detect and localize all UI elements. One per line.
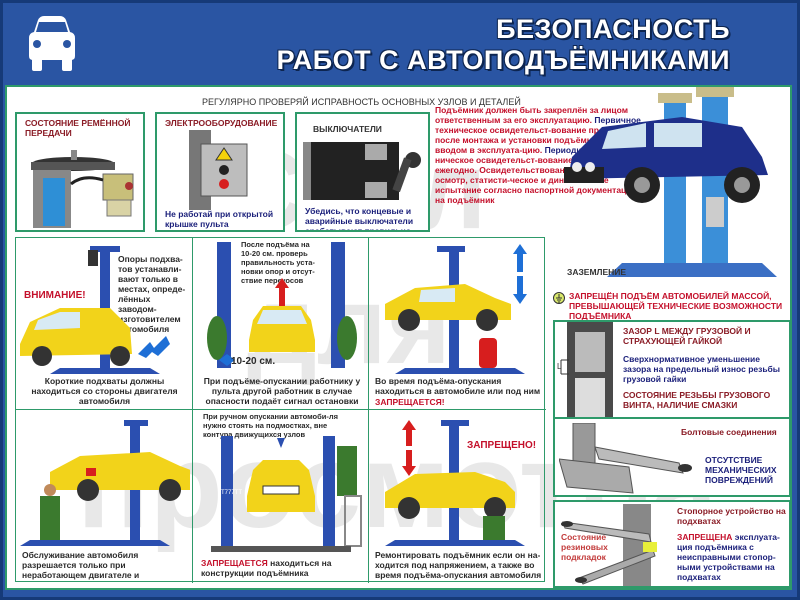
- card-nut-gap: L ЗАЗОР L МЕЖДУ ГРУЗОВОЙ И СТРАХУЮЩЕЙ ГА…: [553, 320, 791, 425]
- card-switches: ВЫКЛЮЧАТЕЛИ Убедись, что концевые и авар…: [295, 112, 430, 232]
- forbidden-label: ЗАПРЕЩЕНА: [677, 532, 733, 542]
- yellow-car-lift-icon: [20, 244, 190, 374]
- inspection-p1: Подъёмник должен быть закреплён за лицом…: [435, 105, 629, 125]
- cell-repair-forbidden: ЗАПРЕЩЕНО! Ремонтировать подъёмник если …: [369, 410, 546, 583]
- stoppers-note-wrap: ЗАПРЕЩЕНА эксплуата-ция подъёмника с неи…: [677, 532, 789, 582]
- card-stoppers: Состояние резиновых подкладок Стопорное …: [553, 500, 791, 588]
- bolts-note: ОТСУТСТВИЕ МЕХАНИЧЕСКИХ ПОВРЕЖДЕНИЙ: [705, 455, 777, 485]
- cell-support-points: ВНИМАНИЕ! Опоры подхва-тов устанавли-ваю…: [16, 238, 193, 410]
- front-car-lift-icon: [197, 240, 367, 370]
- cell-caption: Ремонтировать подъёмник если он на-ходит…: [375, 550, 542, 580]
- cell-lift-check: После подъёма на 10-20 см. проверь прави…: [193, 238, 369, 410]
- repair-car-lift-icon: [375, 416, 545, 546]
- forbidden-label: ЗАПРЕЩАЕТСЯ: [201, 558, 268, 568]
- page-title: БЕЗОПАСНОСТЬ РАБОТ С АВТОПОДЪЁМНИКАМИ: [277, 14, 730, 76]
- safety-grid: ВНИМАНИЕ! Опоры подхва-тов устанавли-ваю…: [15, 237, 546, 583]
- inspection-p4: Освидетельствование включает осмотр, ста…: [435, 165, 637, 205]
- stoppers-title: Стопорное устройство на подхватах: [677, 506, 786, 526]
- cell-note: После подъёма на 10-20 см. проверь прави…: [241, 240, 315, 285]
- card-title: СОСТОЯНИЕ РЕМЁННОЙ ПЕРЕДАЧИ: [25, 118, 131, 138]
- title-line-2: РАБОТ С АВТОПОДЪЁМНИКАМИ: [276, 45, 730, 75]
- card-bolts: Болтовые соединения ОТСУТСТВИЕ МЕХАНИЧЕС…: [553, 417, 791, 497]
- screw-condition: СОСТОЯНИЕ РЕЗЬБЫ ГРУЗОВОГО ВИНТА, НАЛИЧИ…: [623, 390, 771, 410]
- stoppers-note: эксплуата-ция подъёмника с неисправными …: [677, 532, 780, 582]
- inspection-periodic-label: Периодическое: [544, 145, 610, 155]
- control-panel-icon: [189, 130, 255, 210]
- card-title: ЭЛЕКТРООБОРУДОВАНИЕ: [165, 118, 278, 128]
- inspection-primary-label: Первичное: [594, 115, 641, 125]
- card-belt-drive: СОСТОЯНИЕ РЕМЁННОЙ ПЕРЕДАЧИ: [15, 112, 145, 232]
- car-front-icon: [28, 14, 76, 72]
- cell-caption: Во время подъёма-опускания находиться в …: [375, 376, 541, 396]
- cell-caption: Короткие подхваты должны находиться со с…: [31, 376, 178, 406]
- cell-caption: Обслуживание автомобиля разрешается толь…: [22, 550, 145, 583]
- nut-gap-note: Сверхнормативное уменьшение зазора на пр…: [623, 354, 781, 384]
- section-heading: РЕГУЛЯРНО ПРОВЕРЯЙ ИСПРАВНОСТЬ ОСНОВНЫХ …: [202, 97, 521, 107]
- forbidden-label: ЗАПРЕЩАЕТСЯ!: [375, 397, 445, 407]
- grounding-label: ЗАЗЕМЛЕНИЕ: [567, 267, 627, 277]
- rear-car-lift-icon: [197, 436, 367, 556]
- side-car-lift-icon: [375, 244, 545, 374]
- ground-icon: [553, 292, 565, 304]
- limit-switch-icon: [303, 142, 427, 202]
- cell-caption: находиться на конструкции подъёмника: [201, 558, 332, 578]
- stopper-arm-icon: [559, 504, 669, 586]
- attention-label: ВНИМАНИЕ!: [24, 290, 86, 301]
- inspection-p2: техническое освидетельст-вование проводя…: [435, 125, 634, 155]
- bolts-title: Болтовые соединения: [681, 427, 777, 437]
- cell-service-allowed: Обслуживание автомобиля разрешается толь…: [16, 410, 193, 583]
- overload-warning: ЗАПРЕЩЁН ПОДЪЁМ АВТОМОБИЛЕЙ МАССОЙ, ПРЕВ…: [569, 291, 783, 321]
- card-caption: Убедись, что концевые и аварийные выключ…: [305, 206, 414, 232]
- belt-drive-motor-icon: [23, 144, 143, 230]
- lift-screw-icon: [559, 322, 619, 423]
- service-car-lift-icon: [20, 416, 190, 546]
- cell-note: Опоры подхва-тов устанавли-вают только в…: [118, 254, 186, 334]
- card-caption: Не работай при открытой крышке пульта: [165, 209, 274, 229]
- rubber-pads-label: Состояние резиновых подкладок: [561, 532, 608, 562]
- card-electrical: ЭЛЕКТРООБОРУДОВАНИЕ Не работай при откры…: [155, 112, 285, 232]
- lift-arm-icon: [559, 423, 694, 495]
- license-plate: Т777ТТ: [221, 490, 243, 496]
- lift-height-label: 10-20 см.: [231, 356, 276, 367]
- card-title: ВЫКЛЮЧАТЕЛИ: [313, 124, 382, 134]
- cell-caption: При подъёме-опускании работнику у пульта…: [203, 376, 361, 406]
- cell-manual-lowering: При ручном опускании автомоби-ля нужно с…: [193, 410, 369, 583]
- nut-gap-title: ЗАЗОР L МЕЖДУ ГРУЗОВОЙ И СТРАХУЮЩЕЙ ГАЙК…: [623, 326, 751, 346]
- suv-lift-illustration: [562, 87, 787, 287]
- cell-no-presence: Во время подъёма-опускания находиться в …: [369, 238, 546, 410]
- title-line-1: БЕЗОПАСНОСТЬ: [496, 14, 730, 44]
- forbidden-label: ЗАПРЕЩЕНО!: [467, 440, 537, 451]
- gap-marker: L: [557, 362, 562, 371]
- cell-note: При ручном опускании автомоби-ля нужно с…: [203, 412, 338, 439]
- content-panel: Согл для просмотра РЕГУЛЯРНО ПРОВЕРЯЙ ИС…: [5, 85, 792, 590]
- cell-caption-wrap: ЗАПРЕЩАЕТСЯ находиться на конструкции по…: [201, 558, 366, 578]
